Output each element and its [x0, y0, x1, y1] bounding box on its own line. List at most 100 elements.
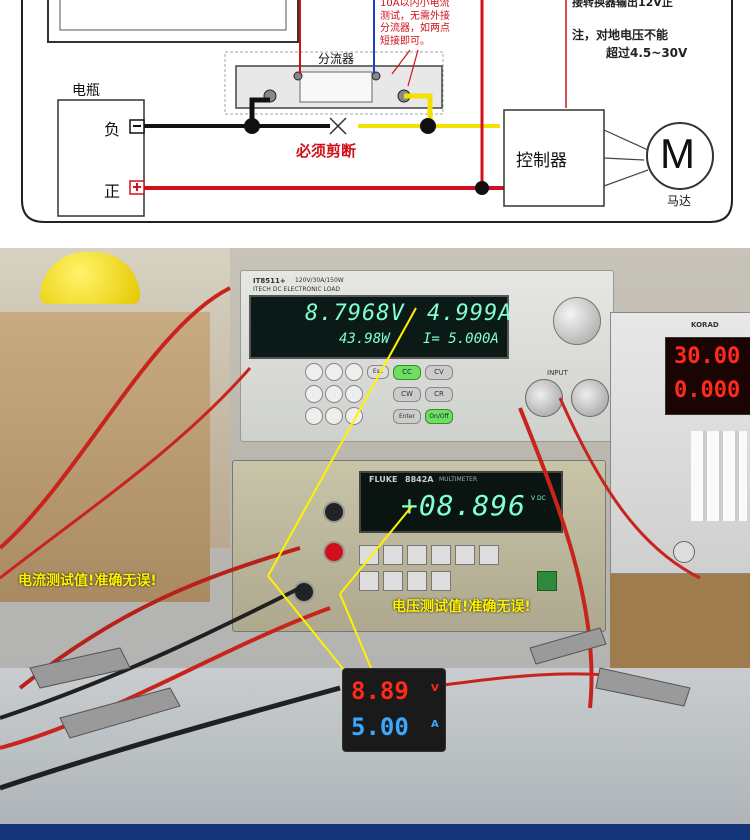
psu-voltage: 30.00: [674, 344, 741, 369]
cut-warning: 必须剪断: [296, 142, 357, 160]
shunt-note-line-2: 测试，无需外接: [380, 10, 450, 22]
black-lead-2: [0, 685, 341, 791]
load-knob[interactable]: [553, 297, 601, 345]
red-lead-1: [0, 286, 231, 550]
psu-display: 30.00 0.000: [665, 337, 750, 415]
meter-screen-outline: [59, 0, 287, 31]
fluke-btn-3[interactable]: [407, 545, 427, 565]
key-onoff[interactable]: On/Off: [425, 409, 453, 424]
voltage-note-line-1: 注，对地电压不能: [572, 28, 669, 42]
converter-note: 接转换器输出12V正: [572, 0, 673, 9]
positive-label: 正: [104, 182, 121, 201]
cardboard-box: [0, 312, 210, 602]
va-meter-a-unit: A: [431, 719, 439, 730]
key-4[interactable]: [305, 385, 323, 403]
key-6[interactable]: [345, 385, 363, 403]
fluke-jack-1[interactable]: [323, 501, 345, 523]
fluke-btn-1[interactable]: [359, 545, 379, 565]
clip-3: [595, 667, 691, 707]
fluke-buttons: [359, 545, 579, 605]
key-8[interactable]: [325, 407, 343, 425]
shunt-strip: [299, 71, 373, 103]
negative-label: 负: [104, 120, 121, 139]
fluke-btn-5[interactable]: [455, 545, 475, 565]
fluke-multimeter: FLUKE 8842A MULTIMETER +08.896 V DC: [232, 460, 606, 632]
va-meter: 8.89 V 5.00 A: [342, 668, 446, 752]
psu-power-knob[interactable]: [673, 541, 695, 563]
fluke-jack-2[interactable]: [323, 541, 345, 563]
key-3[interactable]: [345, 363, 363, 381]
motor-symbol: [646, 122, 714, 190]
motor-line-2: [603, 157, 645, 161]
input-terminal-pos[interactable]: [571, 379, 609, 417]
input-terminal-neg[interactable]: [525, 379, 563, 417]
key-cv[interactable]: CV: [425, 365, 453, 380]
positive-junction: [475, 181, 489, 195]
wiring-diagram: 10A以内小电流 测试，无需外接 分流器，如两点 短接即可。 接转换器输出12V…: [0, 0, 750, 240]
shunt-note-line-3: 分流器，如两点: [380, 23, 450, 34]
fluke-subtitle: MULTIMETER: [439, 476, 478, 483]
red-lead-6: [558, 397, 701, 580]
test-wires: [0, 286, 701, 791]
key-enter[interactable]: Enter: [393, 409, 421, 424]
electronic-load: IT8511+ 120V/30A/150W ITECH DC ELECTRONI…: [240, 270, 614, 442]
battery-label: 电瓶: [72, 83, 100, 99]
negative-junction: [244, 118, 260, 134]
load-display: 8.7968V 4.999A 43.98W I= 5.000A: [249, 295, 511, 359]
voltage-leader-bottom: [339, 593, 377, 681]
footer-bar: [0, 824, 750, 840]
psu-brand: KORAD: [691, 321, 719, 329]
load-set-reading: I= 5.000A: [423, 331, 499, 347]
fluke-brand: FLUKE: [369, 475, 398, 484]
fluke-btn-2[interactable]: [383, 545, 403, 565]
fluke-btn-4[interactable]: [431, 545, 451, 565]
test-photo: IT8511+ 120V/30A/150W ITECH DC ELECTRONI…: [0, 248, 750, 824]
load-model: IT8511+: [253, 277, 286, 285]
wiring-diagram-svg: [21, 0, 733, 223]
battery-box: [57, 99, 145, 217]
fluke-btn-8[interactable]: [383, 571, 403, 591]
current-leader-top: [267, 307, 417, 577]
voltage-ok-annotation: 电压测试值!准确无误!: [392, 599, 531, 615]
red-lead-4: [0, 606, 331, 750]
negative-wire-to-shunt: [249, 97, 270, 126]
note-arrow-1: [391, 49, 411, 75]
va-meter-v-unit: V: [431, 683, 439, 694]
fluke-btn-9[interactable]: [407, 571, 427, 591]
key-cw[interactable]: CW: [393, 387, 421, 402]
va-meter-voltage: 8.89: [351, 677, 409, 705]
shunt-label: 分流器: [318, 52, 355, 66]
voltage-note: 注，对地电压不能 超过4.5~30V: [572, 26, 687, 62]
fluke-btn-6[interactable]: [479, 545, 499, 565]
fluke-btn-7[interactable]: [359, 571, 379, 591]
motor-line-1: [603, 129, 649, 151]
voltage-leader-top: [339, 505, 413, 595]
controller-box: [503, 109, 605, 207]
power-supply: KORAD 30.00 0.000: [610, 312, 750, 574]
red-lead-3: [18, 546, 301, 690]
key-1[interactable]: [305, 363, 323, 381]
fluke-reading: +08.896: [401, 489, 527, 522]
load-input-label: INPUT: [547, 369, 568, 377]
shunt-note-line-1: 10A以内小电流: [380, 0, 450, 9]
meter-box-outline: [47, 0, 299, 43]
red-lead-2: [0, 367, 252, 580]
frame-outline: [21, 0, 733, 223]
key-5[interactable]: [325, 385, 343, 403]
fluke-btn-10[interactable]: [431, 571, 451, 591]
key-7[interactable]: [305, 407, 323, 425]
load-keypad: Esc CC CV CW CR Enter On/Off: [263, 363, 483, 437]
key-cc[interactable]: CC: [393, 365, 421, 380]
clip-2: [59, 687, 181, 739]
controller-label: 控制器: [516, 151, 567, 171]
key-2[interactable]: [325, 363, 343, 381]
yellow-junction: [420, 118, 436, 134]
shunt-note: 10A以内小电流 测试，无需外接 分流器，如两点 短接即可。: [380, 0, 490, 48]
psu-keypad: [691, 431, 747, 521]
key-cr[interactable]: CR: [425, 387, 453, 402]
motor-symbol-letter: M: [660, 130, 695, 177]
black-lead-1: [0, 586, 301, 720]
fluke-power-button[interactable]: [537, 571, 557, 591]
fluke-unit: V DC: [531, 495, 546, 502]
